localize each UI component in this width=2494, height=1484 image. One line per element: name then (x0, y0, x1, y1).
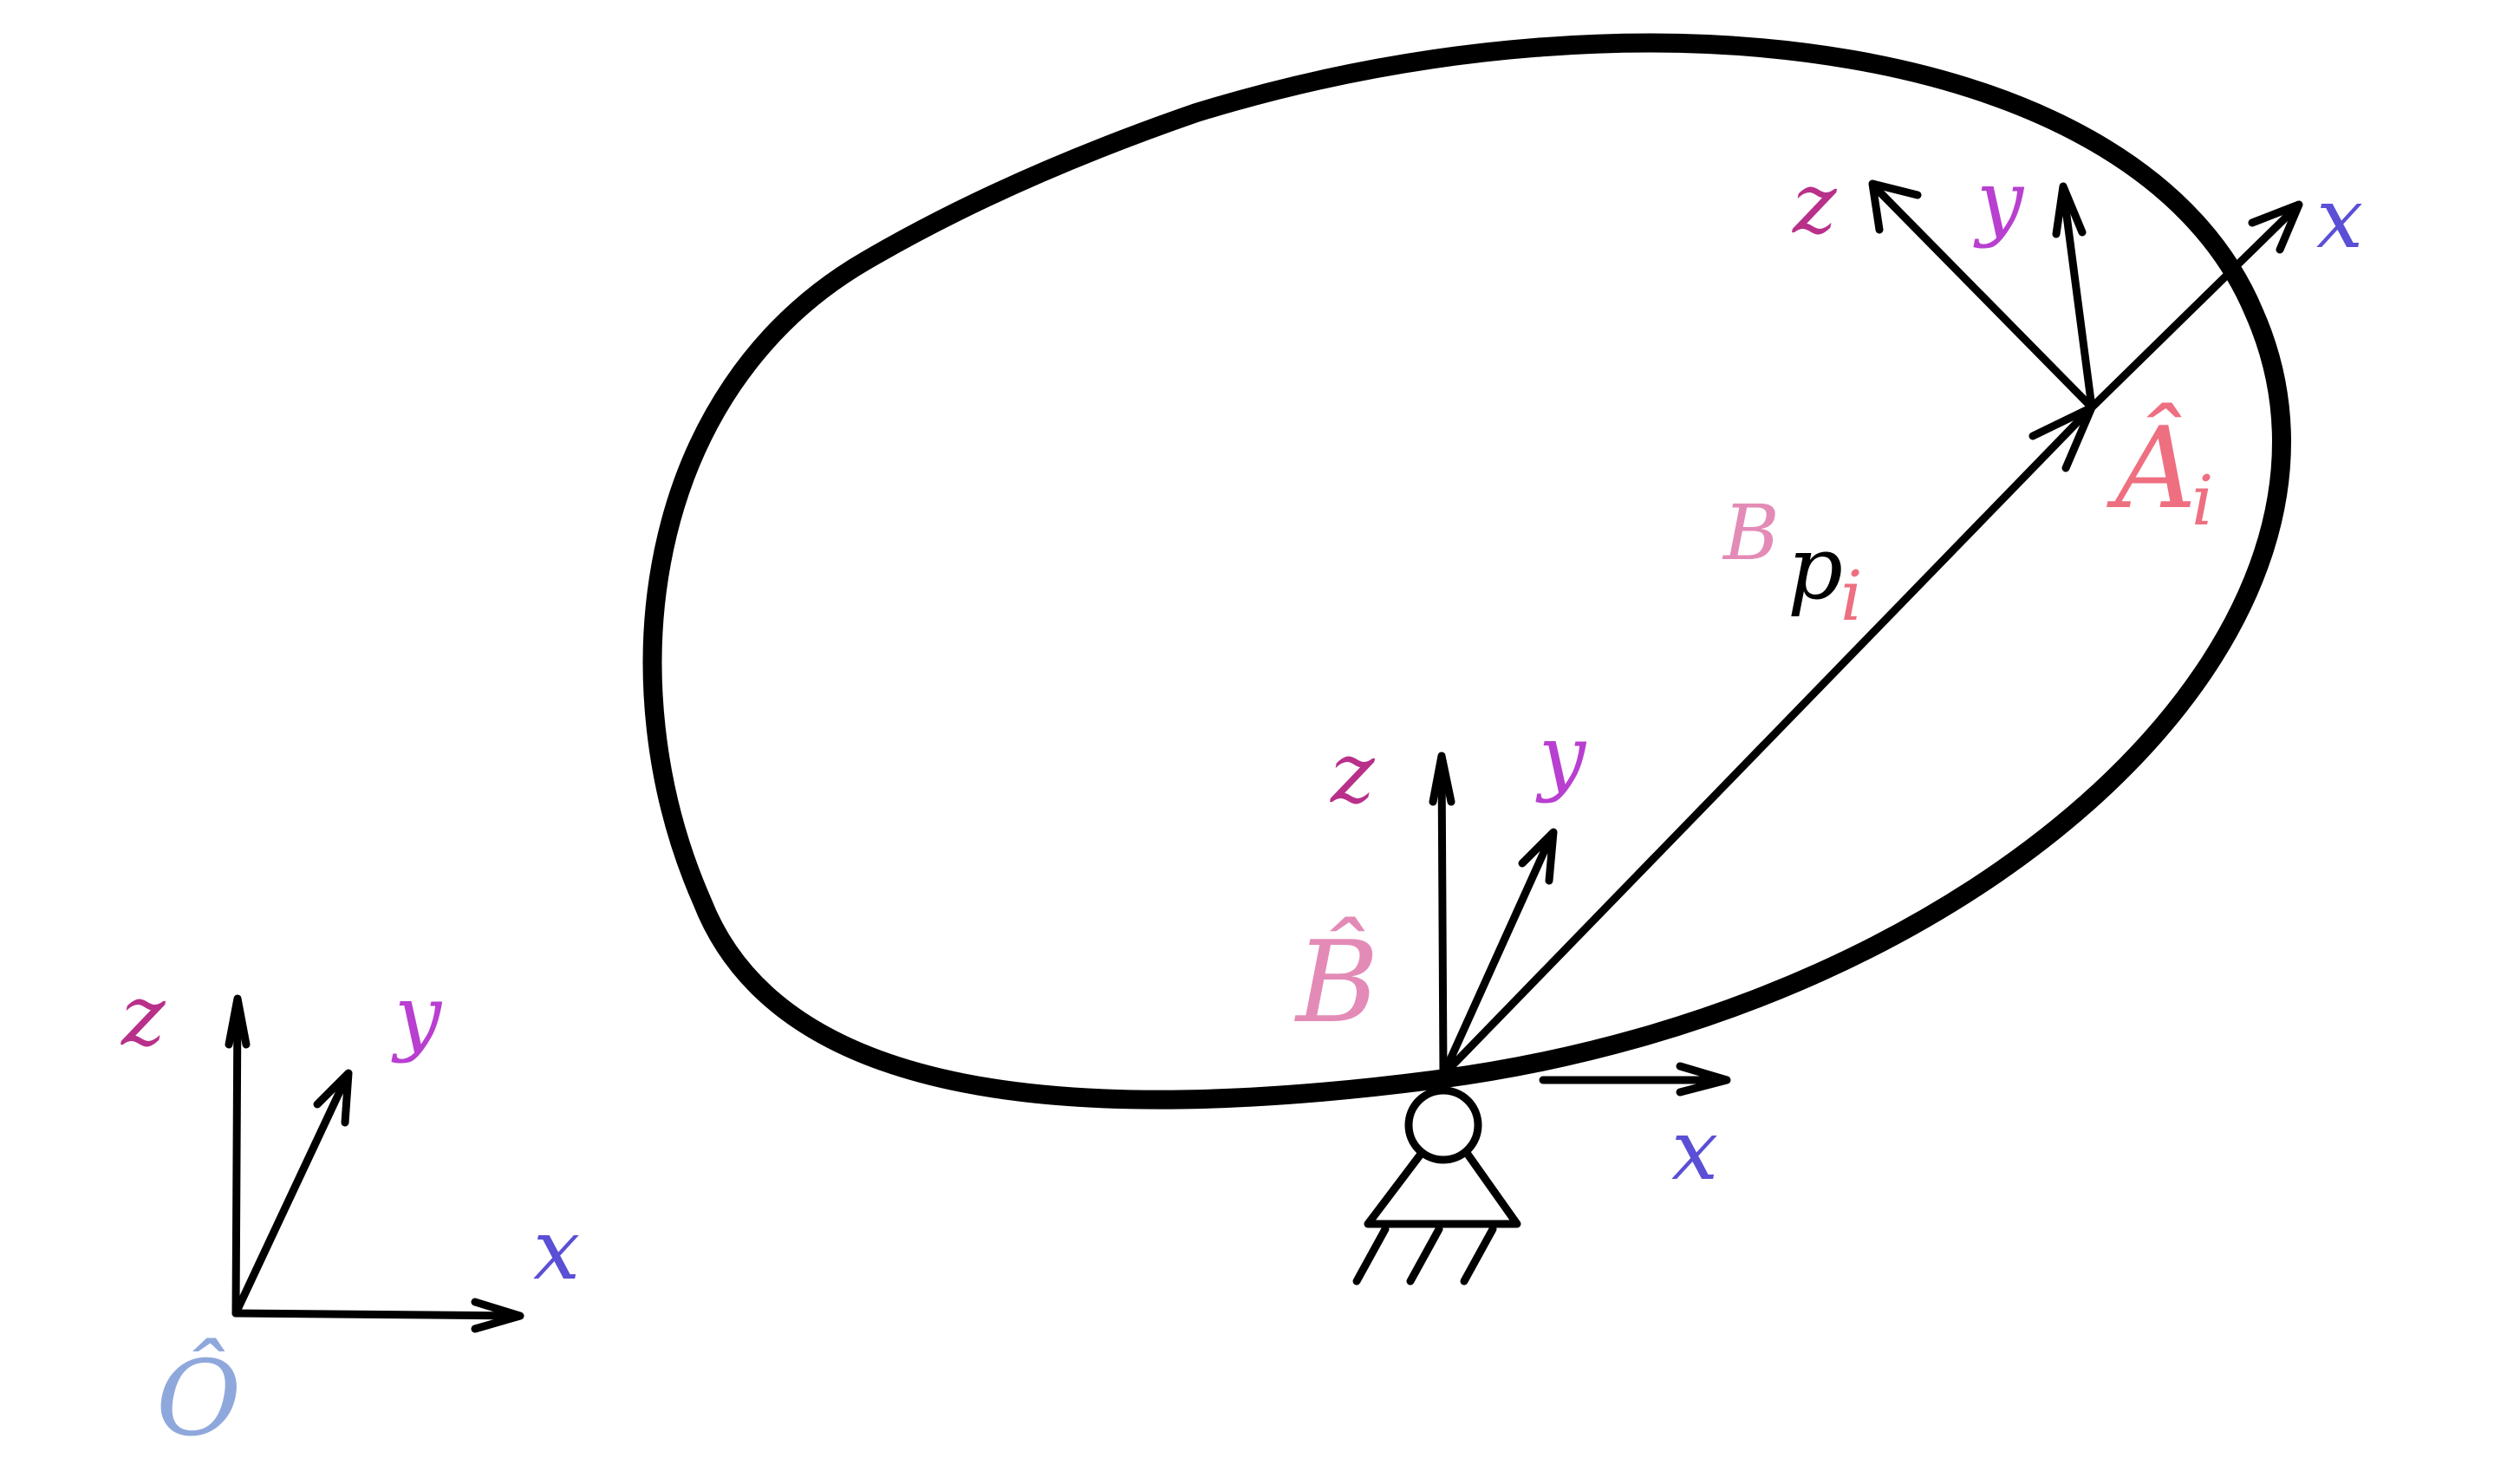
base-y-arrowhead (1518, 828, 1558, 885)
anchor-origin-label: Â i (2107, 402, 2214, 541)
base-z-axis (1437, 754, 1448, 1079)
base-y-label: y (1535, 707, 1587, 804)
anchor-z-axis (1870, 182, 2096, 412)
world-origin-label: Ô (156, 1338, 241, 1460)
world-z-axis (231, 997, 242, 1318)
base-z-label: z (1330, 725, 1376, 822)
anchor-frame (1868, 179, 2303, 412)
base-origin-label: B̂ (1294, 916, 1379, 1048)
world-x-arrowhead (471, 1298, 524, 1333)
world-z-label: z (120, 967, 166, 1064)
world-x-axis (231, 1309, 523, 1320)
pin-support-icon (1352, 1086, 1521, 1285)
base-z-arrowhead (1429, 752, 1455, 806)
base-y-axis (1439, 830, 1556, 1079)
anchor-x-arrowhead (2248, 200, 2303, 254)
anchor-z-arrowhead (1868, 179, 1922, 234)
anchor-y-axis (2059, 185, 2096, 412)
base-x-arrowhead (1676, 1062, 1731, 1097)
world-x-label: x (533, 1201, 580, 1298)
world-frame (225, 994, 524, 1333)
base-frame (1429, 752, 1731, 1097)
world-y-arrowhead (313, 1069, 353, 1127)
body-ellipse (642, 33, 2291, 1110)
vector-symbol: p (1787, 517, 1843, 619)
vector-superscript: B (1722, 488, 1780, 577)
anchor-x-axis (2087, 202, 2302, 412)
anchor-origin-subscript: i (2191, 460, 2214, 541)
anchor-origin-symbol: Â (2107, 402, 2197, 534)
world-y-label: y (391, 967, 443, 1064)
anchor-x-label: x (2316, 170, 2363, 267)
world-z-arrowhead (225, 994, 251, 1049)
anchor-y-label: y (1973, 153, 2025, 250)
anchor-z-label: z (1792, 155, 1838, 252)
anchor-y-arrowhead (2052, 182, 2087, 238)
vector-subscript: i (1840, 556, 1863, 636)
body-outline (642, 33, 2291, 1110)
position-vector-label: B p i (1722, 488, 1863, 636)
base-x-label: x (1671, 1102, 1718, 1199)
position-vector-line (1439, 406, 2094, 1079)
world-y-axis (231, 1072, 351, 1318)
